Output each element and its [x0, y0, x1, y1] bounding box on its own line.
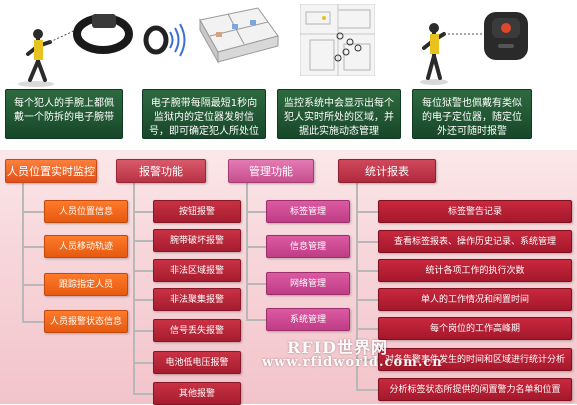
connector: [356, 299, 378, 301]
connector: [22, 284, 44, 286]
watermark-title: RFID世界网: [287, 338, 389, 357]
list-item: 网络管理: [266, 272, 350, 295]
connector: [133, 393, 153, 395]
connector: [133, 330, 153, 332]
connector: [133, 182, 135, 394]
list-item: 人员移动轨迹: [44, 235, 128, 258]
connector: [246, 211, 266, 213]
connector: [133, 270, 153, 272]
list-item: 系统管理: [266, 308, 350, 331]
list-item: 对各告警事件发生的时间和区域进行统计分析: [378, 348, 572, 371]
category-management: 管理功能: [228, 159, 314, 183]
list-item: 跟踪指定人员: [44, 273, 128, 296]
connector: [22, 211, 44, 213]
list-item: 非法区域报警: [153, 259, 241, 282]
list-item: 其他报警: [153, 382, 241, 405]
prisoner-wristband-illustration: [8, 6, 138, 90]
connector: [133, 211, 153, 213]
list-item: 非法聚集报警: [153, 288, 241, 311]
connector: [356, 241, 378, 243]
connector: [356, 389, 378, 391]
list-item: 统计各项工作的执行次数: [378, 259, 572, 282]
list-item: 查看标签报表、操作历史记录、系统管理: [378, 230, 572, 253]
guard-device-illustration: [418, 4, 558, 88]
list-item: 腕带破坏报警: [153, 229, 241, 252]
list-item: 标签警告记录: [378, 200, 572, 223]
connector: [133, 362, 153, 364]
connector: [246, 246, 266, 248]
connector: [22, 246, 44, 248]
list-item: 标签管理: [266, 200, 350, 223]
list-item: 信息管理: [266, 235, 350, 258]
connector: [246, 283, 266, 285]
watermark-url: www.rfidworld.com.cn: [262, 355, 443, 370]
list-item: 每个岗位的工作高峰期: [378, 317, 572, 340]
list-item: 人员报警状态信息: [44, 310, 128, 333]
connector: [22, 182, 24, 322]
connector: [356, 182, 358, 390]
list-item: 单人的工作情况和闲置时间: [378, 288, 572, 311]
signal-floorplan-illustration: [140, 2, 280, 88]
connector: [356, 270, 378, 272]
list-item: 电池低电压报警: [153, 351, 241, 374]
list-item: 按钮报警: [153, 200, 241, 223]
connector: [356, 211, 378, 213]
connector: [22, 321, 44, 323]
list-item: 信号丢失报警: [153, 319, 241, 342]
category-location-monitoring: 人员位置实时监控: [5, 159, 97, 183]
panel-signal: 电子腕带每隔最短1秒向监狱内的定位器发射信号，即可确定犯人所处位置: [142, 89, 266, 151]
panel-guard: 每位狱警也佩戴有类似的电子定位器，随定位外还可随时报警: [412, 89, 532, 139]
category-alarm: 报警功能: [116, 159, 206, 183]
connector: [246, 319, 266, 321]
panel-wristband: 每个犯人的手腕上都佩戴一个防拆的电子腕带: [5, 89, 123, 139]
connector: [246, 182, 248, 320]
connector: [133, 240, 153, 242]
monitoring-map-illustration: [299, 3, 376, 77]
panel-monitoring: 监控系统中会显示出每个犯人实时所处的区域，并据此实施动态管理: [277, 89, 401, 139]
category-reports: 统计报表: [338, 159, 436, 183]
list-item: 人员位置信息: [44, 200, 128, 223]
list-item: 分析标签状态所提供的闲置警力名单和位置: [378, 378, 572, 401]
connector: [133, 299, 153, 301]
connector: [356, 359, 378, 361]
connector: [356, 328, 378, 330]
